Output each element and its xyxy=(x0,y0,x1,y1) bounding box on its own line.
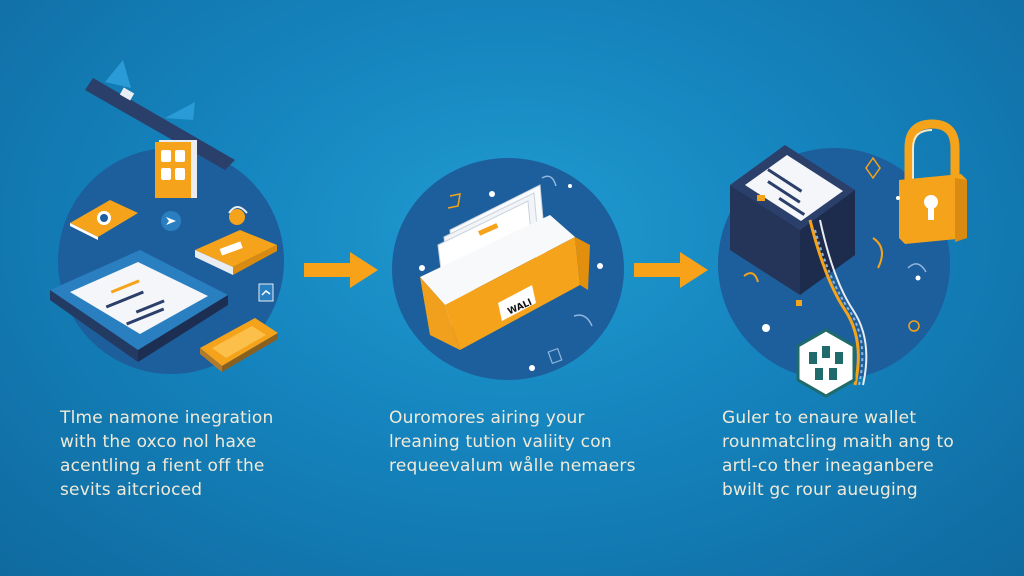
doc-chart-icon xyxy=(258,283,274,302)
arrow-right-icon xyxy=(634,252,708,288)
step-1-line: Tlme namone inegration xyxy=(60,408,274,428)
step-2-line: Ouromores airing your xyxy=(389,408,585,428)
step-3-line: rounmatcling maith ang to xyxy=(722,432,954,452)
server-box-icon xyxy=(730,145,855,295)
card-icon xyxy=(70,200,138,240)
hexagon-badge-icon xyxy=(796,328,856,398)
step-3-description: Guler to enaure wallet rounmatcling mait… xyxy=(722,406,954,502)
step-1-line: with the oxco nol haxe xyxy=(60,432,257,452)
step-3-line: bwilt gc rour aueuging xyxy=(722,480,918,500)
folder-box-icon: WALl xyxy=(420,184,590,350)
tablet-icon xyxy=(50,250,228,362)
data-stream-icon xyxy=(808,219,868,386)
step-2-description: Ouromores airing your lreaning tution va… xyxy=(389,406,636,478)
step-1-line: acentling a fient off the xyxy=(60,456,265,476)
airplane-icon xyxy=(85,60,235,170)
sparkle-dots xyxy=(419,175,603,371)
lock-key-icon xyxy=(195,206,277,275)
sparkle-dots xyxy=(743,156,927,332)
step-3-line: Guler to enaure wallet xyxy=(722,408,917,428)
send-icon xyxy=(161,211,181,231)
app-grid-icon xyxy=(155,140,197,198)
step-2-line: lreaning tution valiity con xyxy=(389,432,612,452)
phone-icon xyxy=(200,318,278,372)
arrow-right-icon xyxy=(304,252,378,288)
padlock-icon xyxy=(899,119,967,244)
step-3-line: artl-co ther ineaganbere xyxy=(722,456,934,476)
step-2-line: requeevalum wålle nemaers xyxy=(389,456,636,476)
step-1-line: sevits aitcrioced xyxy=(60,480,203,500)
step-1-description: Tlme namone inegration with the oxco nol… xyxy=(60,406,273,502)
